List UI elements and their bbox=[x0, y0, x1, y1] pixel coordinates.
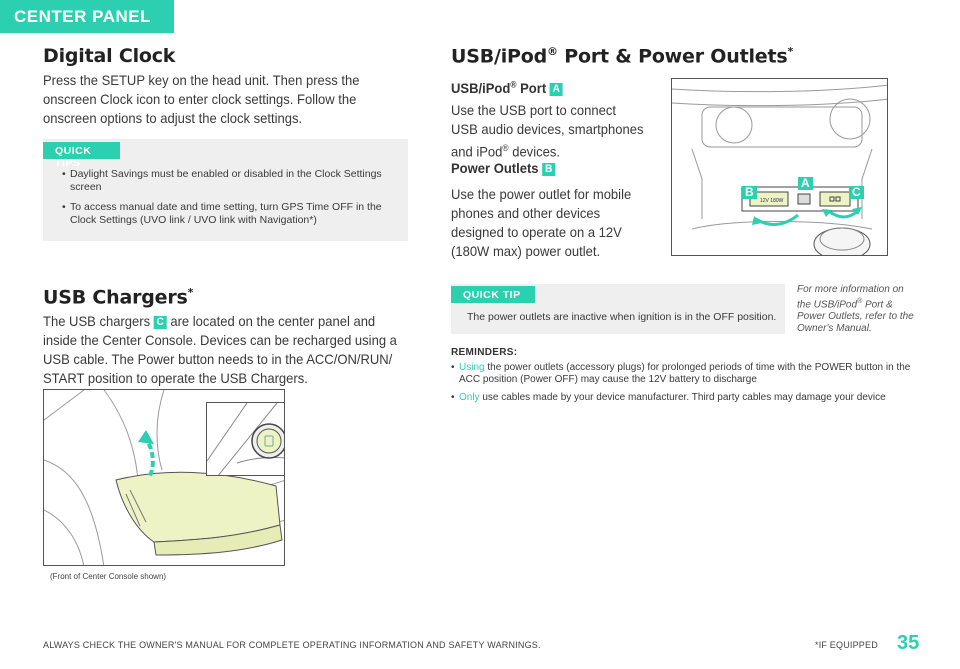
section-tab: CENTER PANEL bbox=[0, 0, 174, 33]
tip-item: Daylight Savings must be enabled or disa… bbox=[62, 168, 392, 194]
zoom-inset bbox=[206, 402, 284, 476]
figure-callout-a: A bbox=[798, 177, 813, 190]
callout-badge-b: B bbox=[542, 163, 556, 176]
figure-callout-b: B bbox=[742, 186, 757, 199]
quick-tip-text: The power outlets are inactive when igni… bbox=[467, 311, 777, 323]
power-outlets-heading: Power Outlets B bbox=[451, 159, 646, 178]
usb-port-heading: USB/iPod® Port A bbox=[451, 75, 646, 98]
usb-chargers-title: USB Chargers* bbox=[43, 286, 194, 309]
reminder-item: Only use cables made by your device manu… bbox=[451, 392, 926, 404]
owners-manual-note: For more information on the USB/iPod® Po… bbox=[797, 284, 914, 335]
reminders-title: REMINDERS: bbox=[451, 347, 518, 358]
page-number: 35 bbox=[897, 632, 920, 654]
usb-outlets-figure: 12V 180W B A C bbox=[671, 78, 888, 256]
usb-port-body: Use the USB port to connect USB audio de… bbox=[451, 102, 644, 160]
figure-callout-c: C bbox=[849, 186, 864, 199]
reminder-item: Using the power outlets (accessory plugs… bbox=[451, 362, 926, 386]
digital-clock-title: Digital Clock bbox=[43, 45, 176, 67]
tip-item: To access manual date and time setting, … bbox=[62, 201, 392, 227]
footer-if-equipped: *IF EQUIPPED bbox=[815, 640, 878, 650]
callout-badge-a: A bbox=[549, 82, 563, 96]
footer-disclaimer: ALWAYS CHECK THE OWNER'S MANUAL FOR COMP… bbox=[43, 640, 541, 650]
figure-caption: (Front of Center Console shown) bbox=[50, 572, 167, 581]
center-console-illustration bbox=[44, 390, 284, 565]
usb-charger-figure: C bbox=[43, 389, 285, 566]
reminders-list: Using the power outlets (accessory plugs… bbox=[451, 362, 926, 410]
svg-text:12V 180W: 12V 180W bbox=[760, 198, 784, 204]
usb-chargers-body: The USB chargers C are located on the ce… bbox=[43, 313, 397, 386]
power-outlets-body: Use the power outlet for mobile phones a… bbox=[451, 186, 632, 259]
usb-ipod-title: USB/iPod® Port & Power Outlets* bbox=[451, 45, 794, 68]
quick-tips-list: Daylight Savings must be enabled or disa… bbox=[62, 168, 392, 234]
quick-tip-label: QUICK TIP bbox=[451, 286, 535, 303]
callout-badge-c: C bbox=[153, 316, 167, 329]
center-stack-illustration: 12V 180W bbox=[672, 84, 887, 255]
quick-tips-label: QUICK TIPS bbox=[43, 142, 120, 169]
digital-clock-body: Press the SETUP key on the head unit. Th… bbox=[43, 72, 360, 126]
